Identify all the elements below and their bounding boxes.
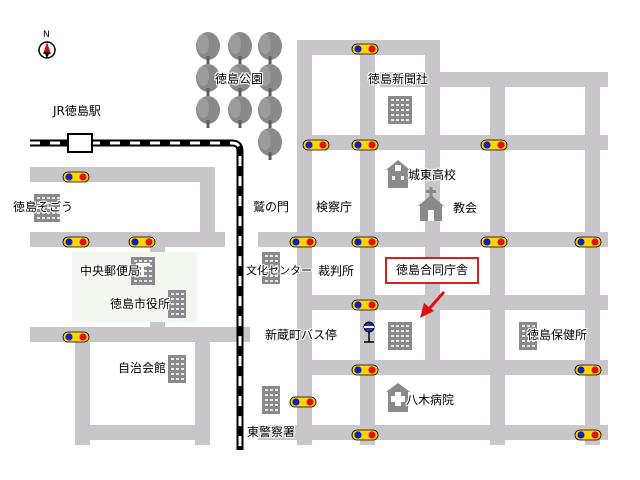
tree-icon xyxy=(196,96,220,128)
road xyxy=(258,425,608,440)
label-bus-stop: 新蔵町バス停 xyxy=(265,328,338,342)
label-prosecutors: 検察庁 xyxy=(316,200,353,214)
building-icon xyxy=(388,322,412,350)
road xyxy=(200,167,215,247)
road xyxy=(30,167,215,182)
traffic-signal-icon xyxy=(574,236,602,248)
label-jr-station: JR徳島駅 xyxy=(53,104,101,118)
road xyxy=(297,360,608,375)
church-icon xyxy=(418,187,444,221)
road xyxy=(90,425,210,440)
park-trees xyxy=(196,32,282,160)
label-yagi-hospital: 八木病院 xyxy=(406,393,455,407)
bus-stop-icon xyxy=(363,321,375,343)
label-city-hall: 徳島市役所 xyxy=(110,297,171,311)
traffic-signal-icon xyxy=(351,429,379,441)
tree-icon xyxy=(228,64,252,96)
label-jichi-kaikan: 自治会館 xyxy=(118,361,167,375)
building-icon xyxy=(34,194,60,222)
target-building-label: 徳島合同庁舎 xyxy=(385,257,479,284)
road xyxy=(297,135,608,150)
tree-icon xyxy=(196,64,220,96)
hospital-icon xyxy=(386,383,410,412)
traffic-signal-icon xyxy=(351,299,379,311)
traffic-signal-icon xyxy=(480,139,508,151)
label-east-police: 東警察署 xyxy=(247,425,296,439)
tree-icon xyxy=(196,32,220,64)
traffic-signal-icon xyxy=(62,331,90,343)
traffic-signal-icon xyxy=(302,139,330,151)
building-icon xyxy=(262,386,280,414)
label-culture-center: 文化センター xyxy=(246,264,312,277)
road-network xyxy=(30,40,608,445)
traffic-signal-icon xyxy=(289,396,317,408)
station-icon xyxy=(67,133,93,153)
traffic-signal-icon xyxy=(574,429,602,441)
railway-line xyxy=(30,139,244,450)
buildings xyxy=(34,96,537,414)
label-court: 裁判所 xyxy=(318,264,355,278)
traffic-signal-icon xyxy=(351,364,379,376)
traffic-signal-icon xyxy=(62,236,90,248)
traffic-signal-icon xyxy=(351,139,379,151)
traffic-signal-icon xyxy=(351,43,379,55)
tree-icon xyxy=(228,32,252,64)
building-icon xyxy=(262,252,280,284)
traffic-signal-icon xyxy=(480,236,508,248)
traffic-signal-icon xyxy=(289,236,317,248)
building-icon xyxy=(388,96,412,124)
building-icon xyxy=(168,290,186,318)
label-johto-high: 城東高校 xyxy=(408,168,457,182)
road xyxy=(195,342,210,445)
building-icon xyxy=(131,257,155,285)
building-icon xyxy=(168,355,186,383)
north-arrow-icon xyxy=(38,41,56,59)
label-church: 教会 xyxy=(453,201,478,215)
road xyxy=(297,295,608,310)
traffic-signal-icon xyxy=(351,236,379,248)
tree-icon xyxy=(258,64,282,96)
label-post-office: 中央郵便局 xyxy=(80,264,141,278)
traffic-signal-icon xyxy=(128,236,156,248)
label-sogo: 徳島そごう xyxy=(13,200,74,214)
tree-icon xyxy=(258,128,282,160)
road xyxy=(490,72,505,445)
building-icon xyxy=(519,322,537,350)
road xyxy=(30,327,250,342)
label-washi-gate: 鷲の門 xyxy=(253,200,290,214)
pointer-arrow-icon xyxy=(420,291,446,318)
traffic-signal-icon xyxy=(62,171,90,183)
tree-icon xyxy=(258,32,282,64)
label-health-center: 徳島保健所 xyxy=(527,328,588,342)
traffic-signals xyxy=(62,43,602,441)
road xyxy=(30,232,225,247)
tree-icon xyxy=(258,96,282,128)
traffic-signal-icon xyxy=(574,364,602,376)
label-shinbun: 徳島新聞社 xyxy=(368,72,429,86)
label-tokushima-park: 徳島公園 xyxy=(215,72,264,86)
tree-icon xyxy=(228,96,252,128)
road xyxy=(75,342,90,445)
compass-north-label: N xyxy=(43,30,50,40)
high-school-icon xyxy=(386,160,410,188)
road xyxy=(585,72,600,445)
